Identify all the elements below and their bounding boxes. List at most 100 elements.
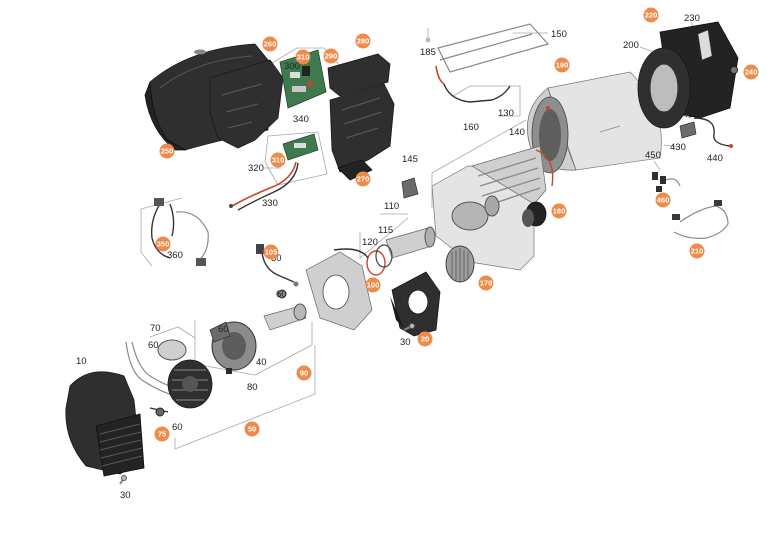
- front-cover-plate: [329, 83, 395, 181]
- svg-text:270: 270: [357, 175, 370, 184]
- label-30-mid: 30: [400, 337, 411, 348]
- svg-text:460: 460: [657, 196, 670, 205]
- label-440: 440: [707, 153, 723, 164]
- svg-text:90: 90: [300, 369, 308, 378]
- svg-text:240: 240: [745, 68, 758, 77]
- badge-20: 20: [417, 331, 433, 347]
- label-30-bottom: 30: [120, 490, 131, 501]
- svg-text:310: 310: [297, 53, 310, 62]
- svg-text:350: 350: [157, 240, 170, 249]
- label-60-sensor: 60: [276, 289, 287, 300]
- small-rotor: [522, 201, 547, 227]
- label-300: 300: [284, 61, 300, 72]
- label-450: 450: [645, 150, 661, 161]
- glow-plug-assembly: [263, 289, 307, 331]
- svg-text:170: 170: [480, 279, 493, 288]
- label-330: 330: [262, 198, 278, 209]
- svg-text:250: 250: [161, 147, 174, 156]
- svg-text:180: 180: [553, 207, 566, 216]
- label-140: 140: [509, 127, 525, 138]
- badge-270: 270: [355, 171, 371, 187]
- part-number-labels: 150 185 200 230 300 340 320 330 130 140 …: [76, 13, 723, 501]
- badge-310-lower: 310: [270, 152, 286, 168]
- svg-text:190: 190: [556, 61, 569, 70]
- label-10: 10: [76, 356, 87, 367]
- label-60-lower: 60: [172, 422, 183, 433]
- badge-220: 220: [643, 7, 659, 23]
- burner-end-cover: [390, 271, 441, 337]
- label-120: 120: [362, 237, 378, 248]
- badge-310-top: 310: [295, 49, 311, 65]
- label-145: 145: [402, 154, 418, 165]
- badge-75: 75: [154, 426, 170, 442]
- blower-fan-wheel: [445, 245, 475, 283]
- flange-plate: [305, 248, 373, 331]
- svg-text:210: 210: [691, 247, 704, 256]
- combustion-tube: [366, 226, 436, 276]
- label-130: 130: [498, 108, 514, 119]
- label-200: 200: [623, 40, 639, 51]
- connector-pins: [652, 172, 681, 192]
- label-360: 360: [167, 250, 183, 261]
- fuel-pump-body: [167, 359, 213, 409]
- mounting-clip: [401, 177, 419, 199]
- badge-460: 460: [655, 192, 671, 208]
- label-340: 340: [293, 114, 309, 125]
- label-80: 80: [247, 382, 258, 393]
- sensor-cable: [229, 161, 299, 211]
- badge-170: 170: [478, 275, 494, 291]
- label-30-sensor: 30: [271, 253, 282, 264]
- badge-260: 260: [262, 36, 278, 52]
- motor-frame-with-fins: [431, 145, 554, 271]
- temperature-sensor: [256, 244, 299, 287]
- end-cap-fan-cover: [637, 21, 739, 129]
- label-150: 150: [551, 29, 567, 40]
- label-230: 230: [684, 13, 700, 24]
- label-420: 420: [683, 109, 699, 120]
- label-70: 70: [150, 323, 161, 334]
- svg-text:105: 105: [265, 248, 278, 257]
- housing-side-panel: [209, 59, 284, 149]
- svg-text:310: 310: [272, 156, 285, 165]
- badge-105: 105: [263, 244, 279, 260]
- badge-180: 180: [551, 203, 567, 219]
- svg-text:20: 20: [421, 335, 429, 344]
- svg-text:280: 280: [357, 37, 370, 46]
- badge-50: 50: [244, 421, 260, 437]
- badge-100: 100: [365, 277, 381, 293]
- badge-350: 350: [155, 236, 171, 252]
- wiring-harness-left: [150, 198, 209, 266]
- badge-280: 280: [355, 33, 371, 49]
- svg-text:260: 260: [264, 40, 277, 49]
- front-cover-with-grille: [65, 371, 145, 477]
- badge-210: 210: [689, 243, 705, 259]
- label-115: 115: [378, 225, 393, 236]
- fuel-pump-motor: [209, 321, 257, 374]
- top-cover-plate: [327, 53, 391, 97]
- badge-190: 190: [554, 57, 570, 73]
- badge-90: 90: [296, 365, 312, 381]
- top-cable-harness: [425, 23, 550, 103]
- svg-text:50: 50: [248, 425, 256, 434]
- right-bracket-and-cable: [679, 117, 733, 148]
- label-60-upper: 60: [148, 340, 159, 351]
- label-320: 320: [248, 163, 264, 174]
- label-60-mid: 60: [218, 324, 229, 335]
- badge-290: 290: [323, 48, 339, 64]
- badge-250: 250: [159, 143, 175, 159]
- svg-text:100: 100: [367, 281, 380, 290]
- label-40: 40: [256, 357, 267, 368]
- sensor-wire-right: [672, 200, 729, 239]
- label-430: 430: [670, 142, 686, 153]
- secondary-circuit-board: [282, 133, 319, 161]
- label-185: 185: [420, 47, 436, 58]
- label-160: 160: [463, 122, 479, 133]
- svg-text:290: 290: [325, 52, 338, 61]
- badge-240: 240: [743, 64, 759, 80]
- label-110: 110: [384, 201, 399, 212]
- svg-text:75: 75: [158, 430, 166, 439]
- screws: [119, 323, 415, 485]
- svg-text:220: 220: [645, 11, 658, 20]
- pump-wires: [125, 339, 187, 417]
